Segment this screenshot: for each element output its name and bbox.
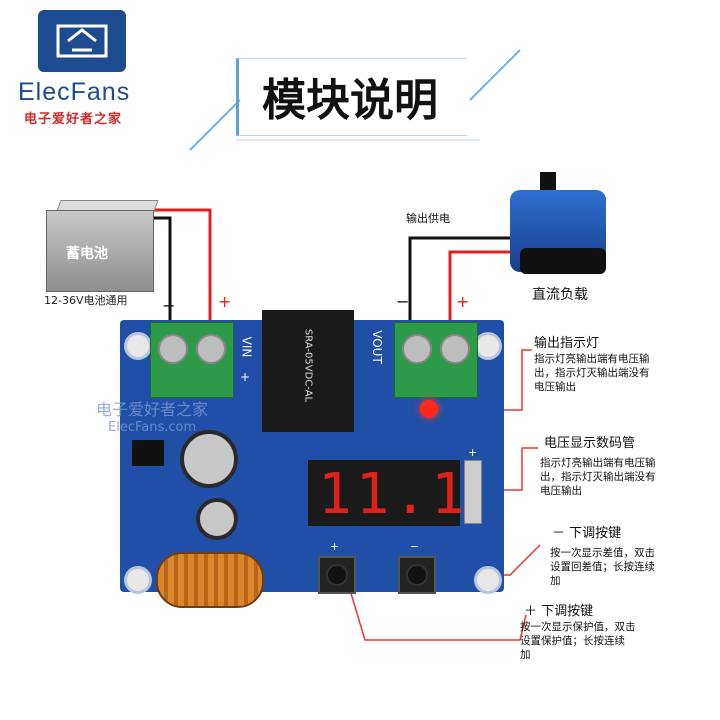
down-key-desc: 按一次显示差值，双击 设置回差值；长按连续 加 [550, 547, 655, 587]
output-screw [402, 334, 432, 364]
plus-key-button[interactable] [318, 556, 356, 594]
battery-minus-sign: − [162, 296, 176, 315]
pump-outlet [540, 172, 556, 194]
watermark-en: ElecFans.com [108, 420, 197, 435]
seven-segment-display [308, 460, 460, 526]
output-screw [440, 334, 470, 364]
load-name: 直流负载 [532, 287, 588, 303]
button-cap [326, 564, 348, 586]
ic-chip [132, 440, 164, 466]
vin-label: VIN [239, 336, 254, 358]
pump-base [520, 248, 606, 274]
mount-hole [124, 566, 152, 594]
plus-key-silk: + [330, 540, 340, 553]
mount-hole [474, 332, 502, 360]
display-digits: 11.1 [318, 462, 469, 527]
relay-model: SRA-05VDC-AL [302, 328, 314, 403]
vout-label: VOUT [369, 330, 384, 364]
brand-name: ElecFans [18, 78, 131, 106]
battery-plus-sign: + [218, 292, 232, 311]
mount-hole [474, 566, 502, 594]
down-key-title: － 下调按键 [552, 526, 622, 541]
output-led-desc: 指示灯亮输出端有电压输 出，指示灯灭输出端没有 电压输出 [534, 353, 650, 393]
input-screw [158, 334, 188, 364]
capacitor [180, 430, 238, 488]
button-cap [406, 564, 428, 586]
brand-subtitle: 电子爱好者之家 [24, 112, 123, 127]
output-led-title: 输出指示灯 [534, 336, 600, 351]
load-plus-sign: + [456, 292, 470, 311]
minus-key-button[interactable] [398, 556, 436, 594]
watermark-cn: 电子爱好者之家 [96, 400, 209, 419]
relay [262, 310, 354, 432]
display-title: 电压显示数码管 [544, 436, 636, 451]
input-screw [196, 334, 226, 364]
battery-label: 蓄电池 [66, 246, 108, 262]
load-positive-wire [448, 250, 520, 330]
output-power-label: 输出供电 [406, 212, 450, 225]
inductor-coil [156, 552, 264, 608]
logo-icon [56, 24, 108, 58]
output-indicator-led [420, 400, 438, 418]
logo-badge [38, 10, 126, 72]
battery-positive-wire [150, 208, 212, 330]
battery-caption: 12-36V电池通用 [44, 294, 128, 307]
pin-header [464, 460, 482, 524]
vin-plus-silk: + [240, 370, 251, 384]
up-key-title: ＋ 下调按键 [524, 604, 594, 619]
capacitor [196, 498, 238, 540]
load-negative-wire [408, 236, 515, 330]
battery-body [46, 210, 154, 292]
load-minus-sign: − [396, 292, 410, 311]
display-desc: 指示灯亮输出端有电压输 出，指示灯灭输出端没有 电压输出 [540, 457, 656, 497]
mount-hole [124, 332, 152, 360]
page-title: 模块说明 [262, 75, 438, 126]
up-key-desc: 按一次显示保护值，双击 设置保护值；长按连续 加 [520, 621, 636, 661]
pin-header-plus-silk: + [468, 446, 478, 459]
title-decoration [189, 49, 521, 151]
title-frame [236, 58, 467, 136]
minus-key-silk: − [410, 540, 420, 553]
up-key-callout-line [349, 589, 527, 641]
